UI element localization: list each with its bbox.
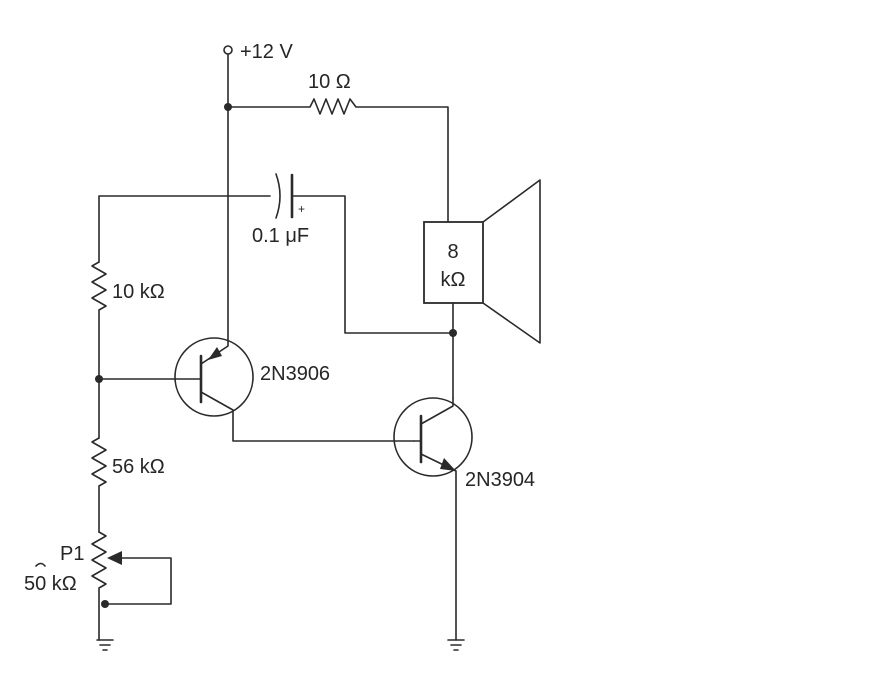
resistor-56k-label: 56 kΩ (112, 456, 165, 478)
potentiometer-p1: P1 50 kΩ (24, 531, 172, 641)
potentiometer-value: 50 kΩ (24, 573, 77, 595)
junction-base-divider (95, 375, 103, 383)
resistor-10k: 10 kΩ (91, 261, 165, 439)
potentiometer-wiper-arrow (107, 551, 122, 565)
transistor-pnp-label: 2N3906 (260, 363, 330, 385)
ground-left-icon (96, 639, 114, 651)
resistor-10-ohm-label: 10 Ω (308, 71, 351, 93)
resistor-10-ohm: 10 Ω (227, 71, 449, 223)
supply-rail: +12 V (223, 41, 293, 108)
capacitor-polarity: + (298, 202, 305, 216)
transistor-pnp: 2N3906 (98, 106, 415, 442)
resistor-10k-label: 10 kΩ (112, 281, 165, 303)
speaker-value-line2: kΩ (441, 269, 466, 291)
pnp-emitter-arrow (208, 347, 222, 360)
supply-label: +12 V (240, 41, 293, 63)
transistor-npn-label: 2N3904 (465, 469, 535, 491)
speaker-coil-box (423, 221, 484, 304)
speaker-value-line1: 8 (447, 241, 458, 263)
npn-emitter-arrow (440, 458, 456, 471)
capacitor-label: 0.1 μF (252, 225, 309, 247)
potentiometer-name: P1 (60, 543, 84, 565)
potentiometer-adjust-icon (35, 562, 46, 567)
speaker: 8 kΩ (423, 179, 541, 344)
junction-potentiometer (101, 600, 109, 608)
resistor-56k: 56 kΩ (91, 437, 165, 533)
capacitor-0-1uF: + 0.1 μF (98, 173, 454, 334)
ground-right-icon (447, 639, 465, 651)
transistor-npn: 2N3904 (393, 397, 535, 641)
